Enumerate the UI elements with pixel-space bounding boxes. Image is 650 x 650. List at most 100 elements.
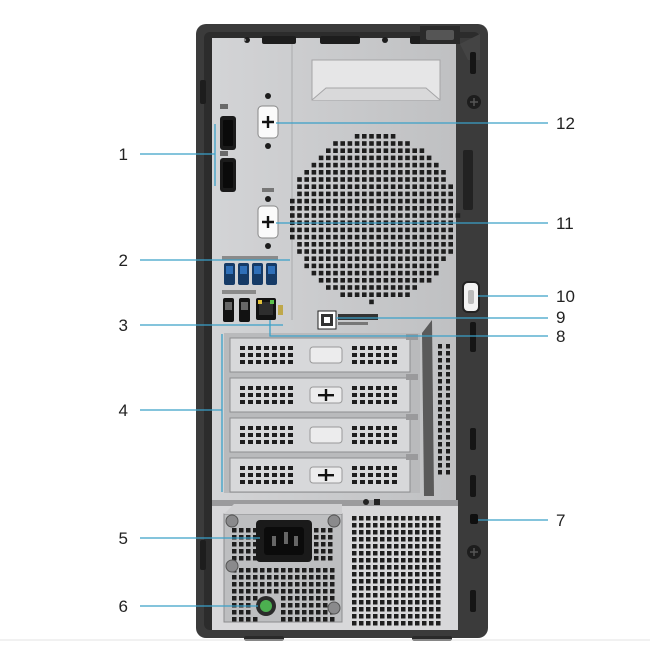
psu-vent-hole [415,614,420,619]
fan-vent-hole [383,256,389,261]
expansion-vent-hole [376,480,381,484]
fan-vent-hole [347,213,353,218]
expansion-vent-hole [368,400,373,404]
psu-vent-hole [415,607,420,612]
fan-vent-hole [318,206,324,211]
psu-vent-hole [302,596,307,601]
psu-vent-hole [359,516,364,521]
fan-vent-hole [426,177,432,182]
psu-vent-hole [302,568,307,573]
fan-vent-hole [369,256,374,261]
psu-vent-hole [281,589,286,594]
expansion-vent-hole [280,360,285,364]
expansion-vent-hole [352,440,357,444]
fan-vent-hole [333,227,338,233]
callout-number-1: 1 [118,145,128,164]
fan-vent-hole [297,184,302,189]
fan-vent-hole [369,162,374,168]
fan-vent-hole [340,177,345,182]
expansion-vent-hole [288,440,293,444]
expansion-vent-hole [376,440,381,444]
fan-vent-hole [419,206,425,211]
expansion-vent-hole [368,440,373,444]
fan-vent-hole [362,249,367,254]
psu-vent-hole [422,586,427,591]
fan-vent-hole [376,285,381,290]
fan-vent-hole [405,148,410,153]
psu-vent-hole [239,617,244,622]
psu-vent-hole [253,556,258,561]
psu-vent-hole [422,621,427,626]
fan-vent-hole [326,285,331,290]
side-vent-hole [438,379,442,384]
psu-vent-hole [394,537,399,542]
psu-vent-hole [394,614,399,619]
psu-vent-hole [408,544,413,549]
expansion-vent-hole [256,346,261,350]
fan-vent-hole [304,170,309,175]
fan-vent-hole [398,155,403,161]
psu-vent-hole [422,544,427,549]
psu-vent-hole [387,558,392,563]
fan-vent-hole [333,242,338,247]
psu-vent-hole [408,600,413,605]
fan-vent-hole [441,198,446,204]
psu-vent-hole [352,544,357,549]
psu-vent-hole [246,535,251,540]
fan-vent-hole [383,198,389,204]
fan-vent-hole [405,227,410,233]
fan-vent-hole [362,234,367,240]
psu-vent-hole [401,516,406,521]
fan-vent-hole [318,242,324,247]
psu-vent-hole [314,535,319,540]
fan-vent-hole [340,198,345,204]
fan-vent-hole [369,134,374,139]
expansion-vent-hole [272,480,277,484]
fan-vent-hole [333,148,338,153]
psu-vent-hole [321,535,326,540]
fan-vent-hole [448,249,453,254]
expansion-vent-hole [376,473,381,477]
psu-vent-hole [436,544,441,549]
psu-vent-hole [436,607,441,612]
expansion-vent-hole [352,480,357,484]
fan-vent-hole [333,198,338,204]
psu-vent-hole [380,586,385,591]
psu-vent-hole [401,523,406,528]
psu-vent-hole [267,568,272,573]
fan-vent-hole [318,278,324,283]
fan-vent-hole [347,177,353,182]
psu-vent-hole [380,530,385,535]
fan-vent-hole [434,170,439,175]
fan-vent-hole [354,242,360,247]
psu-vent-hole [394,523,399,528]
psu-vent-hole [309,589,314,594]
fan-vent-hole [326,191,331,197]
psu-vent-hole [309,582,314,587]
expansion-vent-hole [272,346,277,350]
psu-vent-hole [359,621,364,626]
fan-vent-hole [297,242,302,247]
expansion-vent-hole [352,466,357,470]
fan-vent-hole [347,198,353,204]
psu-vent-hole [295,610,300,615]
psu-vent-hole [394,516,399,521]
fan-vent-hole [340,162,345,168]
side-vent-hole [446,449,450,454]
psu-vent-hole [246,568,251,573]
expansion-vent-hole [280,353,285,357]
fan-vent-hole [297,206,302,211]
side-vent-hole [446,442,450,447]
fan-vent-hole [426,206,432,211]
psu-vent-hole [380,558,385,563]
fan-vent-hole [390,292,396,297]
expansion-vent-hole [256,433,261,437]
psu-vent-hole [415,593,420,598]
fan-vent-hole [398,162,403,168]
fan-vent-hole [311,177,317,182]
fan-vent-hole [347,270,353,276]
fan-vent-hole [383,242,389,247]
fan-vent-hole [405,162,410,168]
psu-vent-hole [380,621,385,626]
psu-vent-hole [366,530,371,535]
